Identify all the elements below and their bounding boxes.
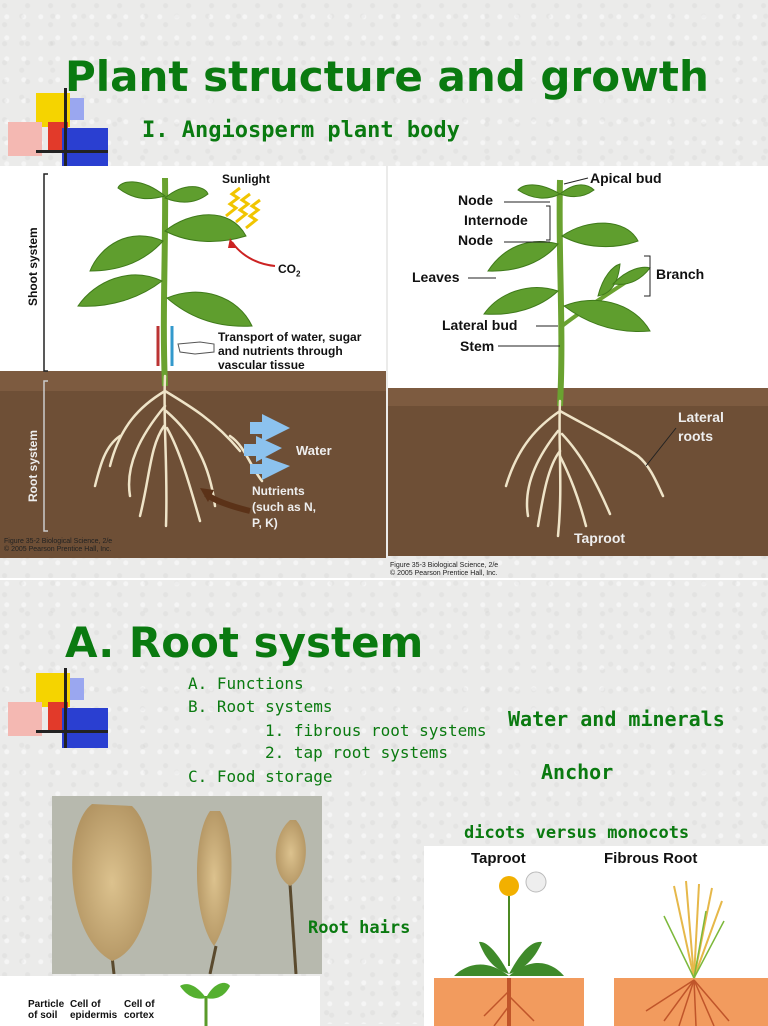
outline-tap: 2. tap root systems — [265, 743, 449, 762]
root-hairs-illustration — [72, 804, 306, 974]
figure-plant-systems: Shoot system Root system Sunlight CO2 Tr… — [0, 166, 386, 558]
water-minerals-note: Water and minerals — [508, 707, 725, 731]
anchor-note: Anchor — [541, 760, 614, 784]
fibrous-root-column-label: Fibrous Root — [604, 850, 698, 867]
lateral-bud-label: Lateral bud — [442, 317, 518, 333]
lateral-roots-label-line1: Lateral — [678, 409, 724, 425]
slide-root-system: A. Root system A. Functions B. Root syst… — [0, 578, 768, 1026]
root-system-title: A. Root system — [65, 618, 424, 667]
taproot-vs-fibrous-figure: Taproot Fibrous Root — [424, 846, 768, 1026]
internode-label: Internode — [464, 212, 528, 228]
cortex-label-line1: Cell of — [124, 999, 155, 1010]
shoot-system-label: Shoot system — [26, 227, 40, 306]
particle-label-line1: Particle — [28, 999, 65, 1010]
node-top-label: Node — [458, 192, 493, 208]
water-label: Water — [296, 443, 332, 458]
outline-food-storage: C. Food storage — [188, 767, 333, 786]
transport-label-line3: vascular tissue — [218, 358, 305, 372]
plant-systems-illustration — [0, 173, 386, 558]
nutrients-label-line2: (such as N, — [252, 500, 317, 514]
transport-label-line1: Transport of water, sugar — [218, 330, 362, 344]
section-heading: I. Angiosperm plant body — [142, 118, 460, 143]
lateral-roots-label-line2: roots — [678, 428, 713, 444]
outline-fibrous: 1. fibrous root systems — [265, 721, 487, 740]
outline-functions: A. Functions — [188, 674, 304, 693]
stem-label: Stem — [460, 338, 495, 354]
epidermis-label-line1: Cell of — [70, 999, 101, 1010]
figure-right-credit-line1: Figure 35-3 Biological Science, 2/e — [390, 562, 499, 569]
taproot-label: Taproot — [574, 530, 626, 546]
apical-bud-label: Apical bud — [590, 170, 662, 186]
decorative-squares-2 — [8, 668, 108, 748]
nutrients-label-line1: Nutrients — [252, 484, 305, 498]
co2-subscript: 2 — [296, 269, 301, 279]
co2-text: CO — [278, 262, 296, 276]
node-bottom-label: Node — [458, 232, 493, 248]
decorative-squares — [8, 88, 108, 168]
sunlight-label: Sunlight — [222, 172, 270, 186]
slide-plant-structure: Plant structure and growth I. Angiosperm… — [0, 52, 768, 577]
figure-left-credit-line2: © 2005 Pearson Prentice Hall, Inc. — [4, 546, 112, 553]
nutrients-label-line3: P, K) — [252, 516, 278, 530]
taproot-fibrous-illustration — [434, 871, 768, 1026]
root-hairs-photo — [52, 796, 322, 974]
particle-label-line2: of soil — [28, 1010, 58, 1021]
root-system-label: Root system — [26, 429, 40, 502]
transport-label-line2: and nutrients through — [218, 344, 343, 358]
figure-left-credit-line1: Figure 35-2 Biological Science, 2/e — [4, 538, 113, 545]
leaves-label: Leaves — [412, 269, 460, 285]
plant-parts-illustration — [388, 177, 768, 556]
root-cells-figure: Particle of soil Cell of epidermis Cell … — [0, 976, 320, 1026]
page-title: Plant structure and growth — [65, 52, 709, 101]
dicots-monocots-note: dicots versus monocots — [464, 823, 690, 843]
branch-label: Branch — [656, 266, 705, 282]
seedling-icon — [180, 982, 230, 1026]
outline-root-systems: B. Root systems — [188, 697, 333, 716]
figure-right-credit-line2: © 2005 Pearson Prentice Hall, Inc. — [390, 570, 498, 577]
figure-plant-parts: Apical bud Node Internode Node Leaves Br… — [388, 166, 768, 556]
root-hairs-label: Root hairs — [308, 918, 411, 938]
epidermis-label-line2: epidermis — [70, 1010, 118, 1021]
taproot-column-label: Taproot — [471, 850, 526, 867]
co2-label: CO2 — [278, 262, 300, 278]
cortex-label-line2: cortex — [124, 1010, 155, 1021]
